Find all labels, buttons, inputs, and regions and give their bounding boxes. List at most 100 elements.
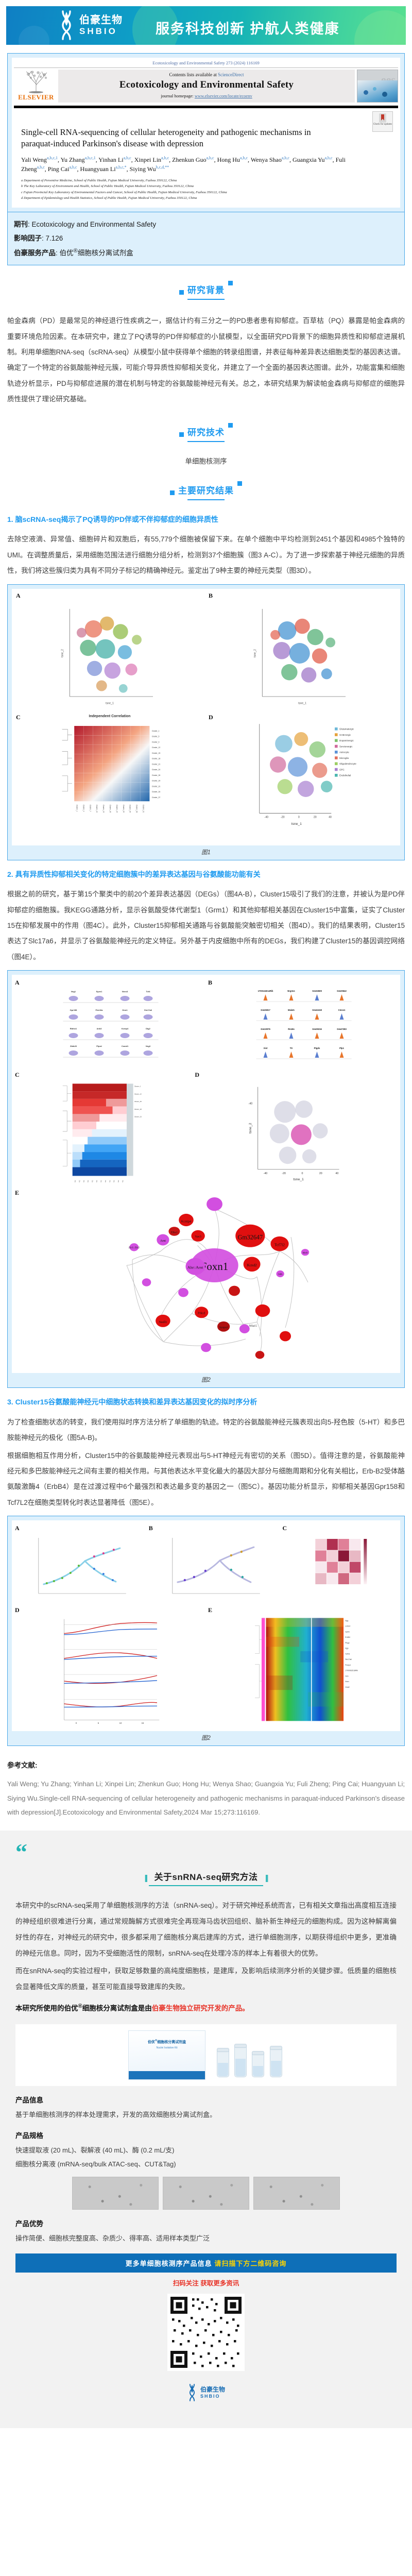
paper-journal-name: Ecotoxicology and Environmental Safety <box>119 79 294 90</box>
svg-text:Serotonergic: Serotonergic <box>339 745 353 748</box>
figure-1-canvas: A <box>12 588 400 845</box>
svg-text:Cluster_23: Cluster_23 <box>109 1180 111 1182</box>
kit-box-title: 伯优®细胞核分离试剂盒 <box>129 2039 205 2044</box>
pseudotime-trajectory-1 <box>38 1538 126 1594</box>
title-bars-left: || <box>144 1873 148 1883</box>
svg-text:tsne_2: tsne_2 <box>254 649 257 657</box>
result-heading-3: 3. Cluster15谷氨酸能神经元中细胞状态转换和差异表达基因变化的拟时序分… <box>7 1398 258 1406</box>
section-heading-box: 研究背景 <box>179 281 233 296</box>
svg-text:1700111E14Rik: 1700111E14Rik <box>258 990 273 992</box>
svg-text:Microglia: Microglia <box>339 756 349 759</box>
panel-label-A: A <box>16 591 21 599</box>
cover-dot-2 <box>373 87 376 91</box>
svg-text:Gm32647: Gm32647 <box>238 1234 263 1241</box>
svg-text:Cluster_26: Cluster_26 <box>134 1100 142 1103</box>
correlation-heatmap-title: Independent Correlation <box>89 714 131 718</box>
svg-text:-40: -40 <box>265 816 269 819</box>
sciencedirect-link[interactable]: ScienceDirect <box>218 72 244 77</box>
svg-text:Syne1: Syne1 <box>96 990 103 993</box>
meta-row-journal: 期刊: Ecotoxicology and Environmental Safe… <box>14 220 157 228</box>
svg-text:Cluster_31: Cluster_31 <box>152 785 161 787</box>
svg-text:Arnt: Arnt <box>160 1240 166 1243</box>
promo-paragraph-1: 本研究中的scRNA-seq采用了单细胞核测序的方法（snRNA-seq）。对于… <box>15 1902 397 1958</box>
svg-text:Nrg3os: Nrg3os <box>287 990 295 992</box>
panel-label-C: C <box>16 713 21 721</box>
dna-helix-icon <box>62 10 71 40</box>
qr-code[interactable] <box>167 2293 245 2371</box>
tube-cap <box>216 2047 229 2052</box>
product-advantage-text: 操作简便、细胞核完整度高、杂质少、得率高、适用样本类型广泛 <box>15 2234 210 2242</box>
svg-text:tsne_1: tsne_1 <box>298 702 306 705</box>
figure-1-panel-D: D <box>208 714 397 842</box>
heading-square-right <box>237 481 242 486</box>
svg-text:Cluster_18: Cluster_18 <box>152 757 161 759</box>
figure-card-3: A <box>7 1516 405 1747</box>
svg-text:Cluster_32: Cluster_32 <box>122 1180 124 1182</box>
svg-text:Tcf7l2: Tcf7l2 <box>345 1653 350 1655</box>
figure-1-panel-A: A <box>15 592 204 710</box>
svg-text:Elbc1: Elbc1 <box>171 1231 178 1234</box>
svg-text:-40: -40 <box>264 1172 268 1175</box>
paper-body: Check for updates Single-cell RNA-sequen… <box>12 108 400 208</box>
svg-text:Odlb: Odlb <box>278 1273 283 1276</box>
product-advantage-heading: 产品优势 <box>15 2219 43 2228</box>
svg-text:Ngn: Ngn <box>345 1648 348 1650</box>
figure-card-1: A <box>7 584 405 860</box>
svg-text:Plcg1: Plcg1 <box>345 1642 350 1644</box>
svg-text:Tcf4: Tcf4 <box>146 990 151 993</box>
banner-blob-2 <box>354 10 406 45</box>
tube-liquid <box>270 2060 281 2076</box>
svg-text:Cluster_21: Cluster_21 <box>152 763 161 765</box>
journal-homepage-link[interactable]: www.elsevier.com/locate/ecoenv <box>194 93 252 98</box>
promo-title: 关于snRNA-seq研究方法 <box>149 1870 263 1887</box>
svg-text:15: 15 <box>142 1722 144 1724</box>
meta-row-product: 伯豪服务产品: 伯优®细胞核分离试剂盒 <box>14 247 133 257</box>
cta-banner[interactable]: 更多单细胞核测序产品信息 请扫描下方二维码咨询 <box>15 2253 397 2273</box>
svg-text:20: 20 <box>314 816 317 819</box>
svg-text:Cmss1: Cmss1 <box>338 1009 346 1011</box>
panel-label-E: E <box>15 1189 20 1197</box>
kit-title-post: 细胞核分离试剂盒 <box>157 2040 186 2044</box>
cover-dot-3 <box>382 92 387 97</box>
brand-name-en: SHBIO <box>79 26 117 36</box>
paper-facsimile-card: Ecotoxicology and Environmental Safety 2… <box>7 53 405 212</box>
cta-text-pre: 更多单细胞核测序产品信息 <box>125 2259 212 2267</box>
product-spec-line-1: 快速提取液 (20 mL)、裂解液 (40 mL)、酶 (0.2 mL/支) <box>15 2146 175 2155</box>
promo-bold-red: 伯豪生物独立研究开发的产品。 <box>151 2004 249 2012</box>
svg-text:Nrxn3: Nrxn3 <box>122 990 128 993</box>
cell-micrograph <box>254 2177 339 2209</box>
svg-text:Cluster_5: Cluster_5 <box>152 735 160 737</box>
panel-label-D: D <box>209 713 213 721</box>
svg-text:Lrrtm4: Lrrtm4 <box>345 1625 350 1628</box>
svg-text:Gm42418: Gm42418 <box>312 1009 322 1011</box>
svg-text:Mef3: Mef3 <box>303 1251 308 1254</box>
paper-top-rule <box>14 67 398 68</box>
check-for-updates-badge[interactable]: Check for updates <box>372 111 393 132</box>
svg-text:Gm10076: Gm10076 <box>261 1028 270 1030</box>
paper-journal-citation: Ecotoxicology and Environmental Safety 2… <box>152 60 260 65</box>
svg-text:-40: -40 <box>249 1103 253 1106</box>
figure-card-2: A <box>7 970 405 1388</box>
check-updates-label: Check for updates <box>373 123 392 126</box>
svg-text:Gsn: Gsn <box>345 1675 348 1677</box>
journal-cover-thumbnail: ees ECOTOXICOLOGYAND ENVIRONMENTALSAFETY <box>357 70 398 103</box>
svg-text:Grm1: Grm1 <box>122 1009 128 1011</box>
references-heading: 参考文献: <box>7 1761 38 1770</box>
svg-text:Cluster_14: Cluster_14 <box>96 1180 98 1182</box>
meta-product-value-post: 细胞核分离试剂盒 <box>77 249 133 257</box>
figure-1-panel-C: C Independent Correlation <box>15 714 204 842</box>
svg-text:tsne_1: tsne_1 <box>294 1178 304 1181</box>
svg-text:Gphn: Gphn <box>345 1631 349 1633</box>
tube-liquid <box>235 2058 246 2076</box>
svg-text:1700062D18Rik: 1700062D18Rik <box>345 1670 358 1672</box>
svg-text:Cluster_20: Cluster_20 <box>105 1180 107 1182</box>
references-text: Yali Weng; Yu Zhang; Yinhan Li; Xinpei L… <box>7 1780 405 1816</box>
svg-text:Cluster_12: Cluster_12 <box>152 747 161 749</box>
svg-text:-20: -20 <box>281 816 285 819</box>
svg-text:Cluster_4: Cluster_4 <box>82 804 84 811</box>
svg-text:-20: -20 <box>282 1172 286 1175</box>
panel-label-B: B <box>148 1524 153 1532</box>
